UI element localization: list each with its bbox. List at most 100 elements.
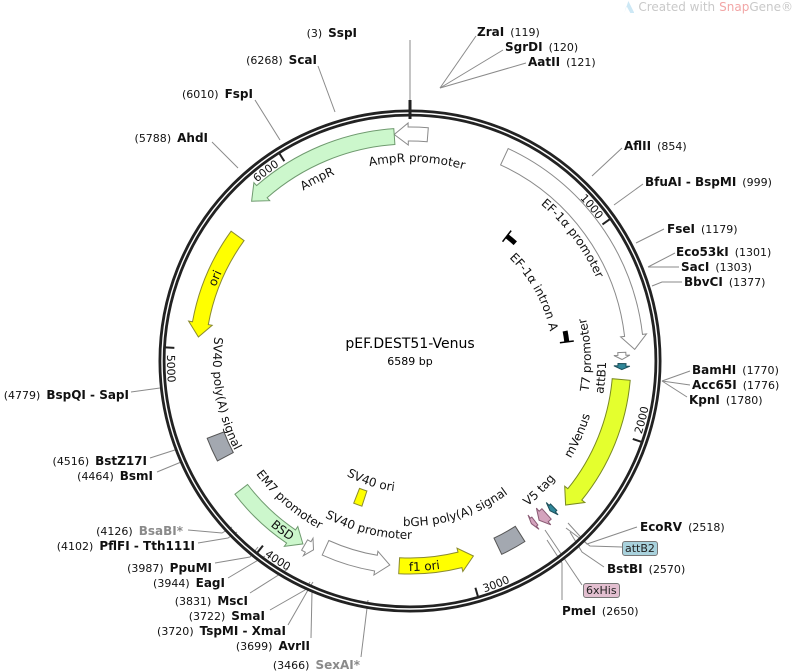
enzyme-site-ppumi[interactable]: 3987PpuMI [127,561,212,575]
feature-attb1-shape[interactable] [613,362,631,371]
enzyme-site-tspmi-xmai[interactable]: 3720TspMI - XmaI [157,624,286,638]
feature-attb2-shape[interactable] [545,502,559,516]
feature-bsd-shape[interactable] [234,483,304,548]
feature-ef-1-intron-a[interactable]: EF-1α intron A [501,230,574,344]
feature-bgh-poly-a-signal-shape[interactable] [493,525,526,555]
feature-6xhis-shape[interactable] [527,514,540,530]
feature-mvenus[interactable]: mVenus [561,378,631,506]
feature-v5-tag-shape[interactable] [535,507,552,526]
feature-ori-label-text: ori [205,268,224,288]
enzyme-site-bsabi[interactable]: 4126BsaBI* [96,524,183,538]
enzyme-position: 1301 [735,246,772,259]
enzyme-position: 4126 [96,525,133,538]
enzyme-leader-line [317,65,336,113]
enzyme-site-pmei[interactable]: 2650PmeI [562,604,639,618]
enzyme-name: ZraI [477,24,505,39]
feature-attb1-label: attB1 [592,362,609,395]
feature-sv40-ori[interactable]: SV40 ori [345,466,396,507]
feature-attb1[interactable]: attB1 [592,362,631,395]
enzyme-leader-line [613,183,644,206]
enzyme-name: SgrDI [505,39,543,54]
feature-sv40-poly-a-signal-shape[interactable] [206,431,234,462]
enzyme-site-fspi[interactable]: 6010FspI [182,87,253,101]
enzyme-name: EagI [195,575,225,590]
enzyme-position: 3987 [127,562,164,575]
feature-v5-tag[interactable]: V5 tag [520,471,558,526]
enzyme-site-sspi[interactable]: 3 SspI [307,25,357,40]
feature-f1-ori-shape[interactable] [398,547,475,575]
feature-attb1-label-text: attB1 [592,362,609,395]
feature-bgh-poly-a-signal[interactable]: bGH poly(A) signal [403,485,526,555]
enzyme-site-saci[interactable]: 1303SacI [681,260,752,274]
enzyme-site-pflfi-tth111i[interactable]: 4102PflFI - Tth111I [57,539,195,553]
enzyme-position: 3 [307,27,323,40]
enzyme-site-bsmi[interactable]: 4464BsmI [77,468,153,483]
feature-ori[interactable]: ori [187,230,245,338]
enzyme-site-msci[interactable]: 3831MscI [175,594,248,608]
feature-t7-promoter-shape[interactable] [613,351,631,361]
feature-bgh-poly-a-signal-label: bGH poly(A) signal [403,485,510,529]
enzyme-position: 3944 [153,577,190,590]
feature-sv40-ori-shape[interactable] [353,487,368,507]
enzyme-name: EcoRV [640,519,683,534]
enzyme-site-fsei[interactable]: 1179FseI [667,222,738,236]
enzyme-site-ahdi[interactable]: 5788AhdI [135,131,208,145]
feature-f1-ori-label-text: f1 ori [409,558,441,574]
intron-marker-cap [559,340,574,344]
enzyme-leader-line [651,281,682,287]
enzyme-site-aflii[interactable]: 854AflII [624,139,687,153]
enzyme-site-zrai[interactable]: 119ZraI [477,24,540,39]
enzyme-position: 1776 [743,379,780,392]
enzyme-site-sexai[interactable]: 3466SexAI* [273,658,360,672]
enzyme-site-bspqi-sapi[interactable]: 4779BspQI - SapI [4,388,129,402]
feature-sv40-poly-a-signal-label: SV40 poly(A) signal [210,336,244,452]
feature-f1-ori-label: f1 ori [409,558,441,574]
enzyme-site-bfuai-bspmi[interactable]: 999BfuAI - BspMI [645,175,772,189]
feature-6xhis[interactable] [527,514,540,530]
feature-sv40-promoter[interactable]: SV40 promoter [321,507,412,577]
enzyme-site-eagi[interactable]: 3944 EagI [153,575,225,590]
enzyme-site-bstbi[interactable]: 2570BstBI [607,562,685,576]
feature-ampr-promoter-shape[interactable] [393,121,429,146]
feature-sv40-promoter-shape[interactable] [321,539,391,577]
feature-sv40-poly-a-signal[interactable]: SV40 poly(A) signal [206,336,244,462]
enzyme-leader-line [439,35,477,89]
enzyme-site-sgrdi[interactable]: 120SgrDI [505,39,578,54]
feature-ef-1-promoter-shape[interactable] [499,147,648,351]
enzyme-site-scai[interactable]: 6268ScaI [246,52,317,67]
feature-f1-ori[interactable]: f1 ori [398,547,475,575]
feature-mvenus-label: mVenus [561,412,593,460]
feature-ori-shape[interactable] [187,230,245,338]
enzyme-site-bstz17i[interactable]: 4516BstZ17I [53,454,147,468]
feature-attb2[interactable] [545,502,559,516]
watermark-reg: ® [781,0,793,14]
enzyme-site-kpni[interactable]: 1780KpnI [689,393,763,407]
enzyme-site-bbvci[interactable]: 1377BbvCI [684,275,766,289]
enzyme-leader-line [661,370,691,382]
callout-6xhis[interactable]: 6xHis [583,583,620,598]
snapgene-logo-icon [624,1,635,13]
enzyme-name: ScaI [288,52,317,67]
feature-em7-promoter-shape[interactable] [300,536,315,558]
feature-t7-promoter[interactable]: T7 promoter [575,317,631,393]
enzyme-position: 1377 [729,276,766,289]
enzyme-name: SspI [328,25,357,40]
enzyme-site-aatii[interactable]: 121AatII [528,55,596,69]
enzyme-site-eco53ki[interactable]: 1301Eco53kI [676,245,772,259]
enzyme-site-acc65i[interactable]: 1776Acc65I [692,378,780,392]
watermark-brand-snap: Snap [719,0,750,14]
enzyme-site-ecorv[interactable]: 2518EcoRV [640,519,725,534]
enzyme-name: BamHI [692,362,737,377]
feature-mvenus-shape[interactable] [564,378,631,506]
feature-sv40-poly-a-signal-label-text: SV40 poly(A) signal [210,336,244,452]
enzyme-site-avrii[interactable]: 3699AvrII [236,639,310,653]
enzyme-name: SmaI [231,608,265,623]
callout-attb2[interactable]: attB2 [622,541,658,556]
enzyme-site-smai[interactable]: 3722SmaI [189,608,265,623]
enzyme-site-bamhi[interactable]: 1770BamHI [692,362,779,377]
enzyme-name: BsmI [119,468,153,483]
feature-ampr-shape[interactable] [251,128,396,202]
feature-sv40-promoter-label: SV40 promoter [323,507,412,541]
tick-mark [278,153,286,162]
